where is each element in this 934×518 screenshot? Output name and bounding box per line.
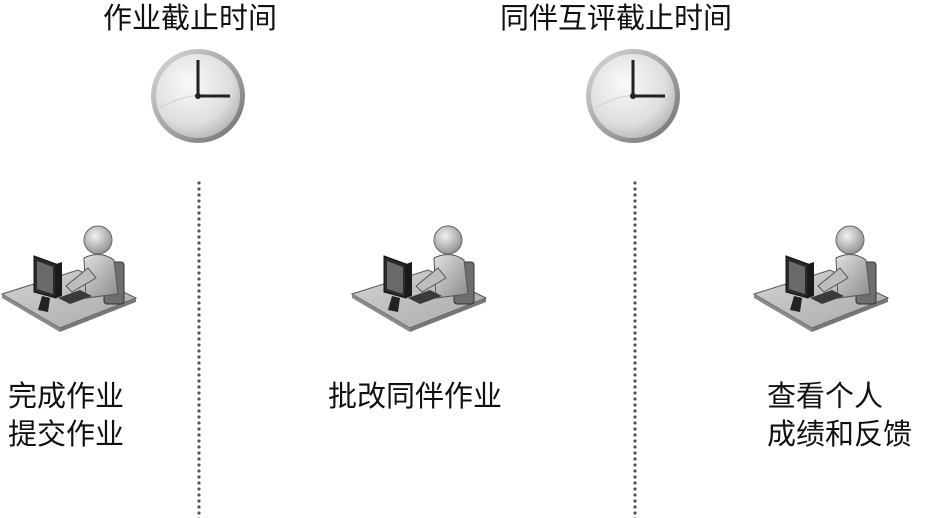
assignment-deadline-label: 作业截止时间: [103, 0, 277, 36]
stage-submit-text: 完成作业 提交作业: [8, 377, 124, 453]
stage-line: 查看个人: [767, 377, 912, 415]
person-at-computer-icon: [350, 212, 490, 332]
timeline-divider: [632, 180, 638, 518]
stage-line: 提交作业: [8, 415, 124, 453]
peer-review-deadline-label: 同伴互评截止时间: [500, 0, 732, 36]
person-at-computer-icon: [752, 212, 892, 332]
stage-results-text: 查看个人 成绩和反馈: [767, 377, 912, 453]
clock-icon: [148, 46, 248, 146]
clock-icon: [583, 46, 683, 146]
stage-line: 成绩和反馈: [767, 415, 912, 453]
stage-line: 完成作业: [8, 377, 124, 415]
timeline-divider: [196, 180, 202, 518]
person-at-computer-icon: [0, 212, 140, 332]
stage-peer-review-text: 批改同伴作业: [328, 377, 502, 415]
stage-line: 批改同伴作业: [328, 377, 502, 415]
